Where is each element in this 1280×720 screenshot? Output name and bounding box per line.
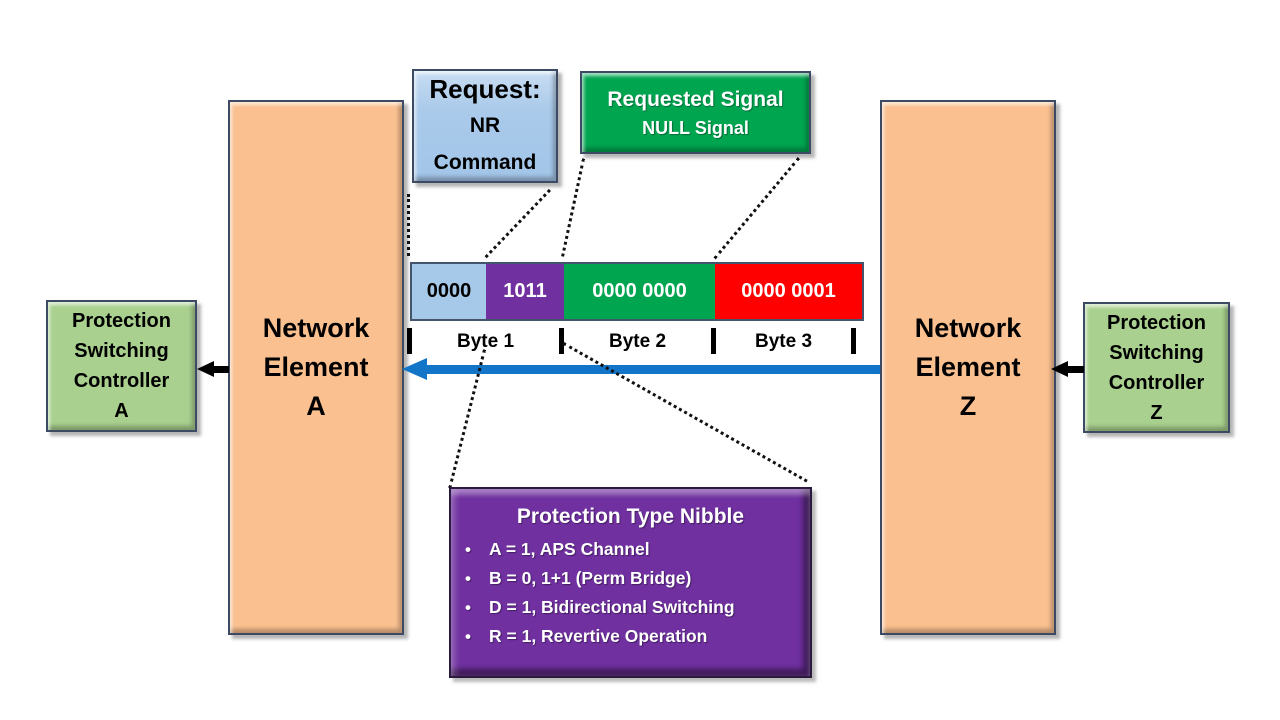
segment-bits: 0000 0000	[592, 280, 687, 302]
request-title: Request:	[429, 74, 541, 104]
psc-z-arrowhead-icon	[1051, 361, 1068, 377]
byte-ruler-tick	[711, 328, 716, 354]
byte-3-label: Byte 3	[754, 331, 813, 352]
byte-ruler-tick	[407, 328, 412, 354]
aps-byte-bar: 0000 1011 0000 0000 0000 0001	[410, 262, 864, 321]
byte-2-label: Byte 2	[608, 331, 667, 352]
ne-a-label-line: Network	[262, 313, 370, 343]
psc-a-arrowhead-icon	[197, 361, 214, 377]
requested-signal-callout: Requested Signal NULL Signal	[580, 71, 811, 154]
protection-type-nibble-list: A = 1, APS Channel B = 0, 1+1 (Perm Brid…	[451, 535, 810, 651]
ne-z-label-line: Z	[959, 391, 977, 421]
psc-z-label-line: Z	[1150, 401, 1163, 424]
connector-request-to-nibble-left	[407, 194, 410, 256]
protection-type-nibble-callout: Protection Type Nibble A = 1, APS Channe…	[449, 487, 812, 678]
connector-request-to-nibble-right	[484, 188, 551, 259]
segment-bits: 0000	[426, 280, 472, 302]
request-line: Command	[433, 151, 537, 174]
psc-a-label-line: Protection	[72, 310, 171, 332]
network-element-a: Network Element A	[228, 100, 404, 635]
requested-signal-subtitle: NULL Signal	[642, 117, 749, 138]
ne-z-label-line: Element	[915, 352, 1021, 382]
nibble-bullet-a: A = 1, APS Channel	[465, 535, 810, 564]
protection-switching-controller-a: Protection Switching Controller A	[46, 300, 197, 432]
psc-z-label-line: Controller	[1108, 371, 1205, 394]
segment-byte-3-field: 0000 0001	[715, 264, 862, 319]
nibble-bullet-d: D = 1, Bidirectional Switching	[465, 593, 810, 622]
segment-bits: 1011	[503, 280, 547, 302]
ne-a-label-line: Element	[263, 352, 369, 382]
psc-z-label-line: Protection	[1107, 311, 1206, 334]
connector-signal-to-byte2-right	[713, 157, 800, 260]
network-element-z: Network Element Z	[880, 100, 1056, 635]
segment-byte-2-field: 0000 0000	[564, 264, 715, 319]
aps-channel-arrowhead-left-icon	[402, 358, 427, 380]
byte-1-label: Byte 1	[456, 331, 515, 352]
segment-request-nibble: 0000	[412, 264, 486, 319]
psc-a-arrow-shaft	[213, 366, 229, 373]
byte-ruler-tick	[559, 328, 564, 354]
psc-a-label-line: Controller	[73, 370, 170, 392]
aps-channel-arrow-shaft	[426, 365, 880, 374]
byte-ruler-tick	[851, 328, 856, 354]
psc-a-label-line: Switching	[74, 340, 169, 362]
psc-z-label-line: Switching	[1109, 341, 1204, 364]
segment-protection-type-nibble: 1011	[486, 264, 564, 319]
segment-bits: 0000 0001	[741, 280, 836, 302]
psc-z-arrow-shaft	[1067, 366, 1084, 373]
nibble-bullet-b: B = 0, 1+1 (Perm Bridge)	[465, 564, 810, 593]
psc-a-label-line: A	[114, 400, 129, 422]
connector-nibble-to-purplebox-right	[562, 342, 808, 483]
nibble-bullet-r: R = 1, Revertive Operation	[465, 622, 810, 651]
request-callout: Request: NR Command	[412, 69, 558, 183]
requested-signal-title: Requested Signal	[607, 87, 784, 111]
protection-switching-controller-z: Protection Switching Controller Z	[1083, 302, 1230, 433]
protection-type-nibble-title: Protection Type Nibble	[516, 505, 745, 528]
connector-signal-to-byte2-left	[561, 158, 585, 257]
ne-z-label-line: Network	[914, 313, 1022, 343]
ne-a-label-line: A	[306, 391, 326, 421]
request-line: NR	[469, 114, 501, 137]
